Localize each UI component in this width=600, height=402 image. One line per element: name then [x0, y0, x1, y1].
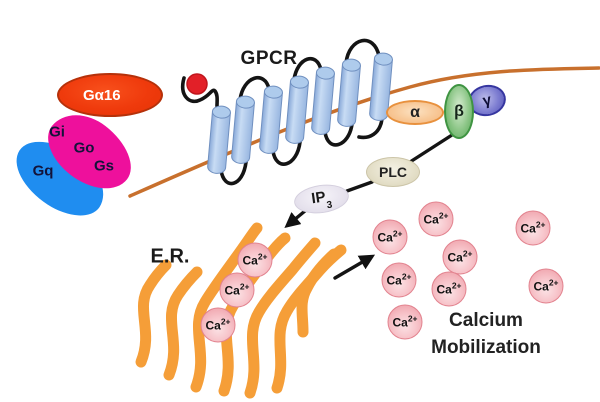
er-to-cytosol-arrow [333, 254, 376, 280]
ip3-label: IP3 [310, 188, 334, 212]
ligand-ball [186, 73, 208, 95]
tm-helix-1 [206, 104, 232, 175]
tm-helix-6 [336, 57, 362, 128]
gi-label: Gi [49, 123, 65, 141]
alpha-label: α [410, 103, 420, 121]
caption-line-2: Mobilization [431, 337, 541, 358]
galpha16-oval: Gα16 [57, 73, 163, 117]
gpcr-title: GPCR [240, 48, 298, 69]
n-terminus-hook [181, 76, 219, 108]
plc-enzyme: PLC [366, 157, 420, 187]
tm-helix-4 [284, 74, 310, 145]
gamma-label: γ [481, 91, 493, 110]
beta-subunit: β [444, 84, 474, 139]
plc-label: PLC [379, 164, 407, 180]
c-terminus-tail [357, 117, 384, 140]
tm-helix-5 [310, 65, 336, 136]
galpha16-label: Gα16 [83, 86, 121, 104]
tm-helix-3 [258, 84, 284, 155]
transmembrane-helices [206, 51, 394, 175]
receptor-loops [181, 38, 384, 186]
caption-line-1: Calcium [449, 310, 523, 331]
gq-label: Gq [32, 162, 54, 180]
tm-helix-2 [230, 94, 256, 165]
plc-to-ip3-line [345, 180, 374, 193]
calcium-mobilization-caption: Calcium Mobilization [431, 307, 541, 361]
er-label: E.R. [150, 245, 190, 268]
beta-to-plc-line [408, 133, 454, 164]
go-label: Go [73, 139, 95, 157]
beta-label: β [454, 102, 464, 120]
alpha-subunit: α [386, 100, 444, 125]
gs-label: Gs [93, 157, 115, 175]
